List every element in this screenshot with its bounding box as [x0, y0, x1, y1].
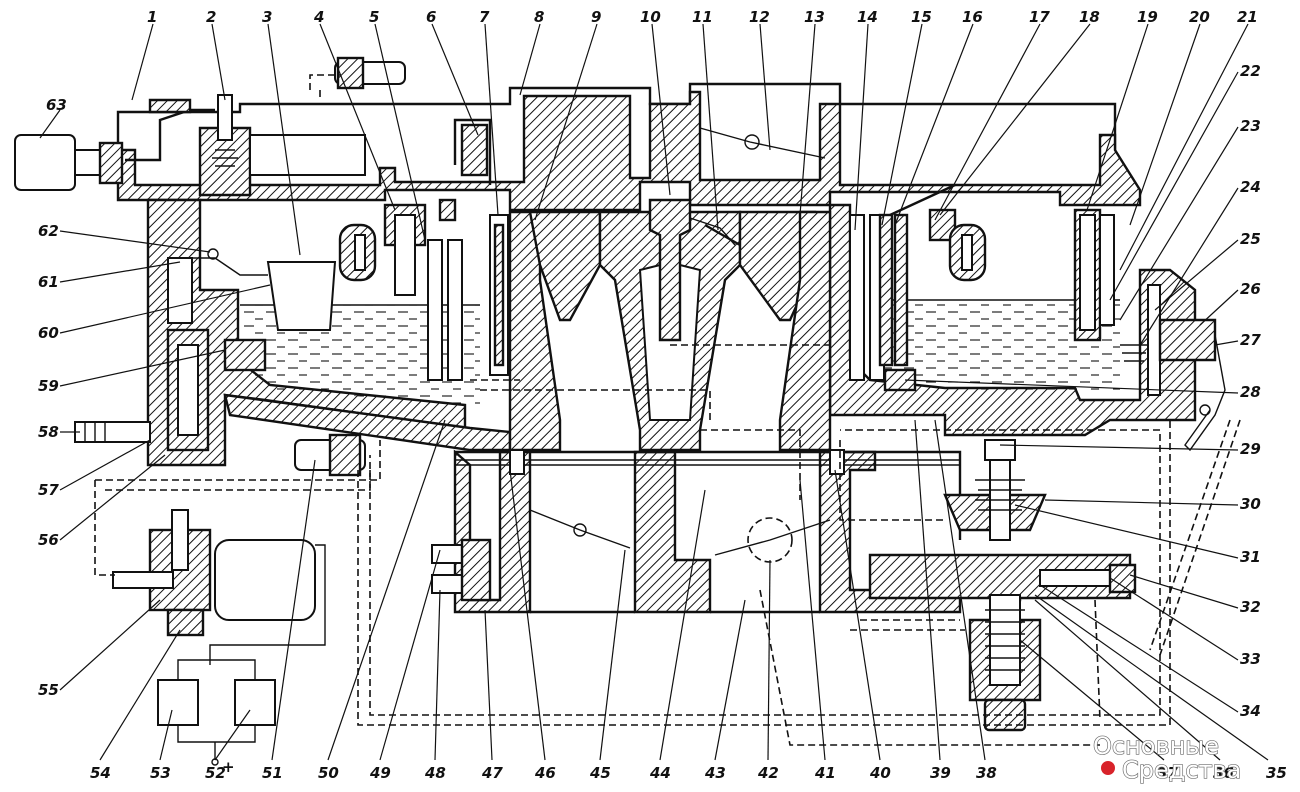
callout-6: 6 [426, 8, 436, 26]
callout-8: 8 [534, 8, 544, 26]
idle-mixture-block [868, 553, 1137, 732]
callout-16: 16 [962, 8, 983, 26]
callout-29: 29 [1240, 440, 1261, 458]
economizer-diaphragm [943, 439, 1047, 602]
callout-2: 2 [206, 8, 216, 26]
callout-41: 41 [814, 764, 836, 782]
callout-34: 34 [1240, 702, 1261, 720]
watermark-line-2: Средства [1122, 756, 1241, 784]
watermark-red-dot [1101, 761, 1115, 775]
callout-12: 12 [749, 8, 770, 26]
callout-22: 22 [1240, 62, 1261, 80]
callout-numbers: 1 2 3 4 5 6 7 8 9 10 11 12 13 14 15 16 1… [38, 8, 1287, 782]
callout-59: 59 [38, 377, 59, 395]
callout-7: 7 [479, 8, 490, 26]
callout-54: 54 [90, 764, 111, 782]
fuel-inlet-fitting [74, 421, 151, 443]
callout-28: 28 [1240, 383, 1261, 401]
callout-5: 5 [369, 8, 379, 26]
callout-35: 35 [1266, 764, 1287, 782]
callout-38: 38 [976, 764, 997, 782]
callout-40: 40 [869, 764, 891, 782]
callout-39: 39 [930, 764, 951, 782]
callout-10: 10 [640, 8, 661, 26]
callout-26: 26 [1240, 280, 1261, 298]
callout-13: 13 [804, 8, 825, 26]
callout-19: 19 [1137, 8, 1158, 26]
callout-44: 44 [649, 764, 671, 782]
callout-25: 25 [1240, 230, 1261, 248]
callout-15: 15 [911, 8, 932, 26]
callout-52: 52 [205, 764, 226, 782]
callout-1: 1 [147, 8, 157, 26]
callout-33: 33 [1240, 650, 1261, 668]
callout-55: 55 [38, 681, 59, 699]
vacuum-fittings [294, 56, 492, 602]
callout-24: 24 [1240, 178, 1261, 196]
callout-4: 4 [313, 8, 324, 26]
callout-23: 23 [1240, 117, 1261, 135]
fuel-air-passages [94, 74, 1241, 746]
main-jets-left [338, 118, 509, 381]
callout-31: 31 [1240, 548, 1261, 566]
callout-45: 45 [589, 764, 611, 782]
watermark-logo: Основные Средства [1092, 731, 1242, 784]
callout-18: 18 [1079, 8, 1100, 26]
callout-60: 60 [38, 324, 59, 342]
callout-3: 3 [262, 8, 272, 26]
callout-27: 27 [1240, 331, 1261, 349]
callout-14: 14 [857, 8, 878, 26]
callout-42: 42 [757, 764, 779, 782]
callout-57: 57 [38, 481, 59, 499]
accelerator-pump [1073, 208, 1226, 452]
idle-valve-2 [198, 94, 366, 197]
callout-32: 32 [1240, 598, 1261, 616]
callout-48: 48 [424, 764, 446, 782]
callout-30: 30 [1240, 495, 1261, 513]
callout-43: 43 [704, 764, 726, 782]
callout-46: 46 [534, 764, 556, 782]
callout-11: 11 [692, 8, 713, 26]
callout-47: 47 [481, 764, 503, 782]
callout-leaders [39, 23, 1269, 761]
callout-49: 49 [369, 764, 391, 782]
callout-51: 51 [262, 764, 283, 782]
control-circuit [157, 659, 276, 766]
callout-58: 58 [38, 423, 59, 441]
atomizer-nozzle [648, 198, 741, 342]
callout-20: 20 [1189, 8, 1210, 26]
solenoid-cutoff-valve [112, 509, 326, 665]
callout-9: 9 [591, 8, 601, 26]
callout-36: 36 [1213, 764, 1234, 782]
callout-62: 62 [38, 222, 59, 240]
callout-17: 17 [1029, 8, 1050, 26]
plus-terminal: + [222, 758, 235, 776]
watermark-line-1: Основные [1093, 732, 1219, 760]
callout-21: 21 [1237, 8, 1258, 26]
left-float-assembly [166, 248, 337, 452]
callout-50: 50 [318, 764, 339, 782]
callout-61: 61 [38, 273, 59, 291]
callout-63: 63 [46, 96, 67, 114]
main-jets-right [849, 183, 987, 392]
callout-56: 56 [38, 531, 59, 549]
solenoid-valve-63 [14, 98, 215, 191]
callout-37: 37 [1157, 764, 1178, 782]
callout-53: 53 [150, 764, 171, 782]
